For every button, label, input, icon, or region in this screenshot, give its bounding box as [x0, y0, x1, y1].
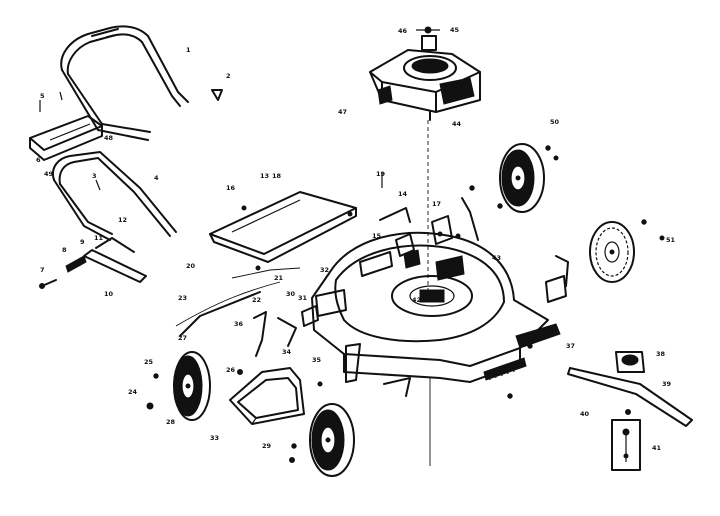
callout-13: 13 [260, 172, 269, 180]
callout-38: 38 [656, 350, 666, 358]
crankshaft-center-line [427, 120, 431, 466]
callout-1: 1 [186, 46, 191, 54]
callout-34: 34 [282, 348, 292, 356]
callout-14: 14 [398, 190, 408, 198]
mower-deck [311, 231, 549, 383]
callout-15: 15 [372, 232, 382, 240]
wheel-rear-right [589, 221, 635, 283]
callout-36: 36 [234, 320, 244, 328]
callout-3: 3 [92, 172, 97, 180]
callout-7: 7 [40, 266, 45, 274]
callout-37: 37 [566, 342, 575, 350]
callout-25: 25 [144, 358, 154, 366]
callout-20: 20 [186, 262, 196, 270]
lower-handle [52, 151, 177, 241]
upper-handle [60, 25, 189, 141]
callout-39: 39 [662, 380, 672, 388]
callout-19: 19 [376, 170, 386, 178]
callout-10: 10 [104, 290, 114, 298]
callout-16: 16 [226, 184, 236, 192]
callout-9: 9 [80, 238, 85, 246]
discharge-baffle [229, 367, 305, 425]
callout-43: 43 [492, 254, 501, 262]
callout-51: 51 [666, 236, 676, 244]
callout-12: 12 [118, 216, 127, 224]
control-cable [175, 267, 301, 327]
callout-45: 45 [450, 26, 460, 34]
callout-29: 29 [262, 442, 272, 450]
callout-50: 50 [550, 118, 560, 126]
callout-33: 33 [210, 434, 219, 442]
callout-31: 31 [298, 294, 308, 302]
callout-40: 40 [580, 410, 590, 418]
callout-5: 5 [40, 92, 45, 100]
handle-bracket-assembly [39, 237, 147, 289]
wheel-rear-left [499, 143, 545, 213]
callout-30: 30 [286, 290, 296, 298]
callout-46: 46 [398, 27, 408, 35]
engine [369, 29, 481, 121]
rear-deflector [209, 191, 357, 263]
callout-2: 2 [226, 72, 231, 80]
callout-35: 35 [312, 356, 322, 364]
callout-17: 17 [432, 200, 441, 208]
callout-49: 49 [44, 170, 54, 178]
callout-32: 32 [320, 266, 329, 274]
callout-21: 21 [274, 274, 284, 282]
callout-22: 22 [252, 296, 261, 304]
control-housing [29, 115, 103, 161]
callout-11: 11 [94, 234, 104, 242]
callout-44: 44 [452, 120, 462, 128]
callout-23: 23 [178, 294, 187, 302]
callout-41: 41 [652, 444, 662, 452]
callout-6: 6 [36, 156, 41, 164]
height-adjuster-levers [179, 197, 569, 397]
callout-27: 27 [178, 334, 187, 342]
callout-24: 24 [128, 388, 138, 396]
callout-4: 4 [154, 174, 159, 182]
callout-47: 47 [338, 108, 347, 116]
callout-42: 42 [412, 296, 421, 304]
callout-labels: 1 2 3 4 5 6 7 8 9 10 11 12 13 14 15 16 1… [36, 26, 676, 452]
blade-assembly [567, 351, 693, 471]
callout-28: 28 [166, 418, 176, 426]
wheel-front-left [173, 351, 211, 421]
callout-48: 48 [104, 134, 114, 142]
hardware-fasteners [39, 26, 665, 463]
wheel-front-right [309, 403, 355, 477]
callout-8: 8 [62, 246, 67, 254]
callout-18: 18 [272, 172, 282, 180]
callout-26: 26 [226, 366, 236, 374]
